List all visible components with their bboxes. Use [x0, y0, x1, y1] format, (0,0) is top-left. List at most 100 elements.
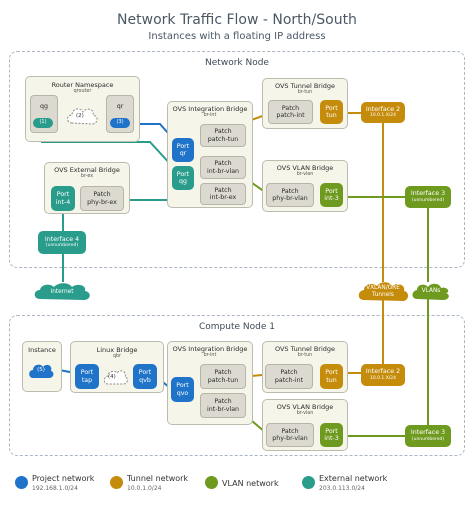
diagram-subtitle: Instances with a floating IP address — [148, 31, 326, 42]
compute-patch-vlan-l2: int-br-vlan — [206, 405, 240, 413]
compute-iface2-sub: 10.0.1.X/24 — [369, 375, 397, 381]
compute-patch-tun-l1: Patch — [214, 369, 232, 376]
instance-cloud-icon — [29, 364, 54, 378]
net-ovs-int-title: OVS Integration Bridge — [172, 105, 248, 113]
compute-ovs-vlan-title: OVS VLAN Bridge — [276, 403, 334, 411]
compute-port-qvb-l2: qvb — [139, 376, 151, 384]
net-iface2-title: Interface 2 — [365, 105, 401, 113]
net-ex-patch-l2: phy-br-ex — [87, 198, 117, 206]
net-port-int3-l1: Port — [325, 187, 338, 195]
diagram-title: Network Traffic Flow - North/South — [117, 12, 357, 28]
step-1-label: (1) — [39, 119, 47, 126]
net-iface4-sub: (unnumbered) — [45, 243, 79, 249]
net-patch-tun-l1: Patch — [214, 128, 232, 135]
net-ovs-vlan-title: OVS VLAN Bridge — [276, 164, 334, 172]
net-port-tun: Port tun — [320, 100, 343, 124]
compute-vlan-patch-phy: Patch phy-br-vlan — [266, 423, 314, 447]
net-patch-tun-l2: patch-tun — [207, 135, 239, 143]
step-5-label: (5) — [37, 367, 45, 373]
linux-bridge-title: Linux Bridge — [96, 346, 138, 354]
net-ex-patch-l1: Patch — [93, 191, 111, 198]
compute-port-int3-l2: int-3 — [324, 435, 339, 442]
legend-tunnel-dot — [110, 476, 123, 489]
net-interface-3: Interface 3 (unnumbered) — [405, 186, 451, 208]
net-port-int4-l2: int-4 — [55, 198, 71, 206]
compute-port-qvb: Port qvb — [133, 364, 157, 389]
net-port-tun-l2: tun — [326, 112, 337, 119]
compute-port-int3: Port int-3 — [320, 423, 343, 447]
legend-tunnel-label: Tunnel network — [127, 474, 189, 483]
compute-port-tap-l1: Port — [80, 369, 94, 376]
net-patch-tun: Patch patch-tun — [200, 124, 246, 147]
net-patch-vlan-l1: Patch — [214, 160, 232, 167]
compute-patch-vlan-l1: Patch — [214, 398, 232, 405]
compute-port-tap: Port tap — [75, 364, 99, 389]
legend-project-label: Project network — [32, 474, 95, 483]
net-port-qr-l1: Port — [176, 142, 190, 150]
net-ovs-tun-title: OVS Tunnel Bridge — [274, 82, 336, 90]
linux-bridge-sub: qbr — [112, 354, 122, 359]
legend-project-dot — [15, 476, 28, 489]
net-patch-vlan-l2: int-br-vlan — [206, 167, 240, 175]
net-ovs-ex-title: OVS External Bridge — [54, 166, 120, 174]
compute-node: Compute Node 1 — [9, 315, 465, 456]
net-iface3-sub: (unnumbered) — [411, 197, 445, 203]
compute-port-qvo-l1: Port — [176, 382, 189, 389]
compute-port-qvb-l1: Port — [138, 369, 152, 376]
net-tun-patch-l1: Patch — [281, 104, 300, 112]
net-port-int4: Port int-4 — [51, 186, 75, 211]
net-ovs-vlan-sub: br-vlan — [296, 172, 314, 177]
net-port-qr-l2: qr — [179, 150, 187, 157]
router-qg-label: qg — [40, 103, 48, 110]
net-port-qg: Port qg — [172, 166, 194, 190]
compute-ovs-vlan-sub: br-vlan — [296, 411, 314, 416]
compute-vlan-patch-l1: Patch — [281, 427, 299, 435]
instance-title: Instance — [28, 346, 56, 354]
net-patch-int-br-ex: Patch int-br-ex — [200, 183, 246, 205]
compute-vlan-patch-l2: phy-br-vlan — [272, 435, 308, 442]
internet-cloud-icon — [34, 283, 90, 300]
net-iface4-title: Interface 4 — [44, 235, 80, 243]
net-vlan-patch-l1: Patch — [281, 187, 299, 195]
compute-port-tun-l1: Port — [325, 369, 338, 376]
network-node: Network Node — [9, 51, 465, 268]
legend-vlan-label: VLAN network — [222, 479, 279, 488]
net-port-qg-l1: Port — [176, 170, 190, 178]
step-4-label: (4) — [108, 374, 116, 380]
compute-tun-patch-l2: patch-int — [274, 376, 304, 384]
legend-external-label: External network — [319, 474, 388, 483]
compute-iface2-title: Interface 2 — [365, 368, 401, 376]
vlans-label: VLANs — [421, 288, 441, 294]
net-vlan-patch-l2: phy-br-vlan — [272, 195, 308, 202]
compute-node-title: Compute Node 1 — [199, 322, 275, 332]
legend-external-sub: 203.0.113.0/24 — [319, 485, 365, 492]
compute-interface-3: Interface 3 (unnumbered) — [405, 425, 451, 447]
tunnels-cloud-icon — [358, 282, 409, 301]
compute-patch-tun: Patch patch-tun — [200, 364, 246, 389]
vlans-cloud-icon — [412, 283, 449, 300]
router-qr-label: qr — [116, 103, 124, 110]
tunnels-label-1: VXLAN/GRE — [366, 285, 400, 291]
compute-patch-int-br-vlan: Patch int-br-vlan — [200, 393, 246, 418]
compute-port-tun-l2: tun — [326, 376, 337, 384]
net-patch-int-br-vlan: Patch int-br-vlan — [200, 156, 246, 179]
net-port-int3: Port int-3 — [320, 183, 343, 207]
net-ovs-int-sub: br-int — [203, 113, 217, 118]
internet-label: Internet — [50, 289, 74, 295]
net-tun-patch-l2: patch-int — [276, 112, 305, 119]
legend-vlan-dot — [205, 476, 218, 489]
net-port-int4-l1: Port — [56, 191, 70, 198]
compute-ovs-int-sub: br-int — [203, 353, 217, 358]
step-1-marker: (1) — [33, 118, 53, 128]
net-ovs-tun-sub: br-tun — [297, 90, 313, 95]
legend-project-sub: 192.168.1.0/24 — [32, 485, 78, 492]
router-cloud-icon — [67, 108, 98, 125]
step-3-label: (3) — [116, 119, 124, 126]
compute-port-tap-l2: tap — [81, 376, 93, 384]
compute-port-qvo: Port qvo — [171, 377, 194, 402]
compute-ovs-tun-title: OVS Tunnel Bridge — [274, 345, 336, 353]
compute-patch-tun-l2: patch-tun — [207, 376, 239, 384]
step-2-label: (2) — [76, 113, 84, 119]
net-interface-4: Interface 4 (unnumbered) — [38, 231, 86, 254]
net-iface3-title: Interface 3 — [410, 190, 446, 198]
